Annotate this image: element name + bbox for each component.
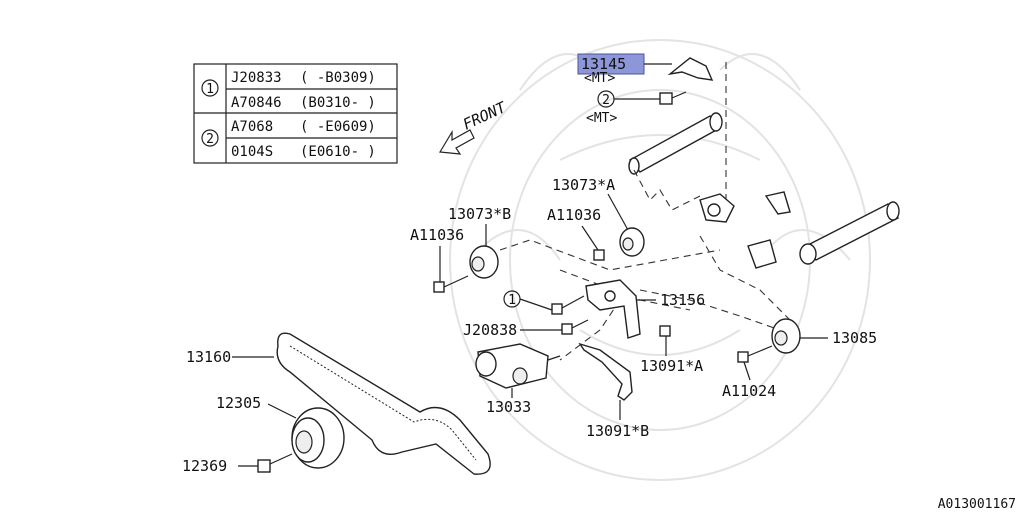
- bolt-part: [551, 303, 563, 315]
- callout-13073b[interactable]: 13073*B: [448, 205, 511, 223]
- camshaft-upper: [628, 112, 723, 175]
- callout-13156[interactable]: 13156: [660, 291, 705, 309]
- bolt-part: [561, 323, 573, 335]
- callout-13033[interactable]: 13033: [486, 398, 531, 416]
- idler-pulley-a: [619, 227, 645, 257]
- legend-range: (E0610- ): [300, 144, 376, 160]
- ref-1[interactable]: 1: [508, 293, 516, 308]
- idler-pulley-13085: [771, 318, 801, 354]
- tensioner-bracket: [585, 279, 641, 339]
- legend-table: 1 2 J20833 ( -B0309) A70846 (B0310- ) A7…: [193, 63, 398, 164]
- callout-13091a[interactable]: 13091*A: [640, 357, 703, 375]
- callout-12305[interactable]: 12305: [216, 394, 261, 412]
- callout-a11036-right[interactable]: A11036: [547, 206, 601, 224]
- idler-pulley-b: [469, 245, 499, 279]
- legend-range: ( -E0609): [300, 119, 376, 135]
- legend-part: 0104S: [231, 144, 273, 160]
- ref-2[interactable]: 2: [602, 93, 610, 108]
- mt-note: <MT>: [584, 71, 615, 86]
- callout-a11036-left[interactable]: A11036: [410, 226, 464, 244]
- legend-key-circle-1: [201, 79, 219, 97]
- front-label: FRONT: [460, 98, 509, 134]
- callout-a11024[interactable]: A11024: [722, 382, 776, 400]
- bolt-part: [737, 351, 749, 363]
- callout-13073a[interactable]: 13073*A: [552, 176, 615, 194]
- guide-lines: [499, 62, 801, 361]
- belt-guide-bracket: [578, 342, 633, 401]
- bolt-part: [659, 325, 671, 337]
- callout-13085[interactable]: 13085: [832, 329, 877, 347]
- belt-tensioner: [475, 343, 561, 389]
- legend-range: ( -B0309): [300, 70, 376, 86]
- callout-label[interactable]: 13145: [581, 55, 626, 73]
- legend-part: A7068: [231, 119, 273, 135]
- callout-13160[interactable]: 13160: [186, 348, 231, 366]
- timing-belt: [276, 332, 491, 475]
- legend-range: (B0310- ): [300, 95, 376, 111]
- callout-13145[interactable]: 13145: [577, 53, 672, 75]
- front-arrow: FRONT: [438, 98, 509, 155]
- legend-key-2: 2: [206, 132, 214, 147]
- mt-note: <MT>: [586, 111, 617, 126]
- callout-12369[interactable]: 12369: [182, 457, 227, 475]
- idler-assembly: [699, 191, 791, 269]
- bolt-part: [593, 249, 605, 261]
- crank-pulley: [291, 407, 345, 469]
- bolt-part: [257, 459, 271, 473]
- legend-key-circle-2: [201, 129, 219, 147]
- legend-part: A70846: [231, 95, 282, 111]
- callout-j20838[interactable]: J20838: [463, 321, 517, 339]
- bolt-part: [433, 281, 445, 293]
- bolt-part: [659, 92, 673, 105]
- legend-part: J20833: [231, 70, 282, 86]
- camshaft-right: [799, 201, 900, 265]
- callout-13091b[interactable]: 13091*B: [586, 422, 649, 440]
- belt-cover-part: [667, 57, 714, 81]
- diagram-id: A013001167: [938, 497, 1016, 512]
- legend-key-1: 1: [206, 82, 214, 97]
